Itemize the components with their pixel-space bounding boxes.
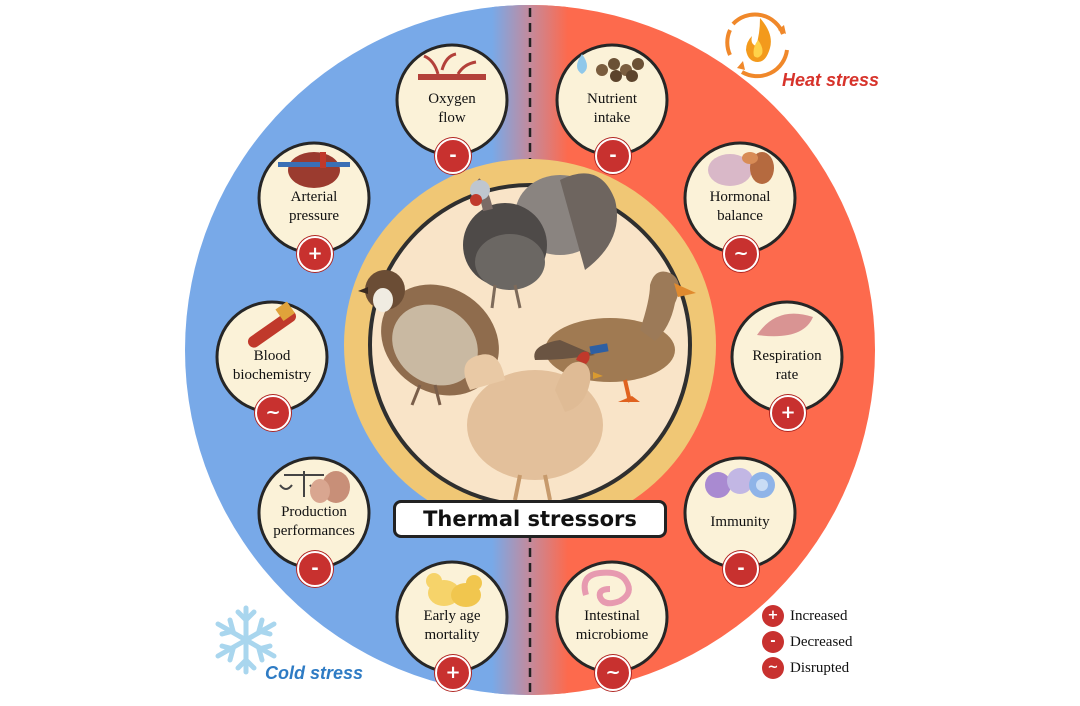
- effect-badge-hormonal-balance: ~: [723, 236, 759, 272]
- node-label-line: Immunity: [710, 514, 770, 530]
- node-label-production-performances: Production performances: [254, 503, 374, 541]
- legend-label: Increased: [790, 607, 848, 624]
- minus-icon: -: [762, 631, 784, 653]
- snowflake-icon: [215, 605, 277, 675]
- effect-badge-production-performances: -: [297, 551, 333, 587]
- node-label-line: Production: [281, 504, 347, 520]
- node-label-arterial-pressure: Arterial pressure: [254, 188, 374, 226]
- legend-decreased: - Decreased: [762, 631, 852, 653]
- blood-vessel-icon: [418, 52, 486, 80]
- node-label-line: performances: [273, 523, 355, 539]
- turkey-icon: [463, 173, 617, 309]
- heat-stress-label: Heat stress: [782, 70, 880, 90]
- effect-badge-respiration-rate: +: [770, 395, 806, 431]
- effect-badge-intestinal-microbiome: ~: [595, 655, 631, 691]
- node-label-line: pressure: [289, 208, 339, 224]
- effect-badge-nutrient-intake: -: [595, 138, 631, 174]
- node-label-line: Hormonal: [709, 189, 771, 205]
- node-label-line: Respiration: [752, 348, 822, 364]
- effect-badge-oxygen-flow: -: [435, 138, 471, 174]
- node-label-line: Intestinal: [584, 608, 640, 624]
- heart-icon: [278, 152, 350, 188]
- node-layer: [215, 43, 844, 674]
- cold-stress-label: Cold stress: [265, 663, 364, 683]
- node-label-respiration-rate: Respiration rate: [727, 347, 847, 385]
- node-label-line: flow: [438, 110, 466, 126]
- node-label-intestinal-microbiome: Intestinal microbiome: [552, 607, 672, 645]
- legend-increased: + Increased: [762, 605, 847, 627]
- node-label-blood-biochemistry: Blood biochemistry: [212, 347, 332, 385]
- node-label-early-age-mortality: Early age mortality: [392, 607, 512, 645]
- fire-cycle-icon: [725, 12, 789, 79]
- feed-pellets-icon: [577, 54, 644, 82]
- node-label-immunity: Immunity: [680, 513, 800, 532]
- legend-disrupted: ~ Disrupted: [762, 657, 849, 679]
- endocrine-organs-icon: [708, 152, 774, 186]
- hen-icon: [464, 351, 603, 501]
- node-label-line: Blood: [253, 348, 291, 364]
- immune-cells-icon: [705, 468, 775, 498]
- effect-badge-immunity: -: [723, 551, 759, 587]
- scale-eggs-icon: [279, 471, 350, 503]
- node-label-line: intake: [593, 110, 631, 126]
- node-label-line: mortality: [424, 627, 480, 643]
- chicks-icon: [426, 573, 482, 607]
- lung-icon: [757, 313, 813, 337]
- node-label-line: balance: [717, 208, 763, 224]
- plus-icon: +: [762, 605, 784, 627]
- node-label-oxygen-flow: Oxygen flow: [392, 90, 512, 128]
- blood-tube-icon: [247, 301, 297, 348]
- node-label-line: Nutrient: [587, 91, 637, 107]
- legend-label: Decreased: [790, 633, 853, 650]
- tilde-icon: ~: [762, 657, 784, 679]
- node-label-line: Arterial: [290, 189, 338, 205]
- node-label-nutrient-intake: Nutrient intake: [552, 90, 672, 128]
- legend-label: Disrupted: [790, 659, 850, 676]
- node-label-line: microbiome: [575, 627, 649, 643]
- intestine-icon: [581, 569, 632, 607]
- effect-badge-blood-biochemistry: ~: [255, 395, 291, 431]
- node-label-line: Oxygen: [428, 91, 476, 107]
- diagram-title: Thermal stressors: [393, 500, 667, 538]
- node-label-line: biochemistry: [232, 367, 312, 383]
- effect-badge-arterial-pressure: +: [297, 236, 333, 272]
- node-label-line: Early age: [423, 608, 481, 624]
- node-label-line: rate: [775, 367, 799, 383]
- effect-badge-early-age-mortality: +: [435, 655, 471, 691]
- node-label-hormonal-balance: Hormonal balance: [680, 188, 800, 226]
